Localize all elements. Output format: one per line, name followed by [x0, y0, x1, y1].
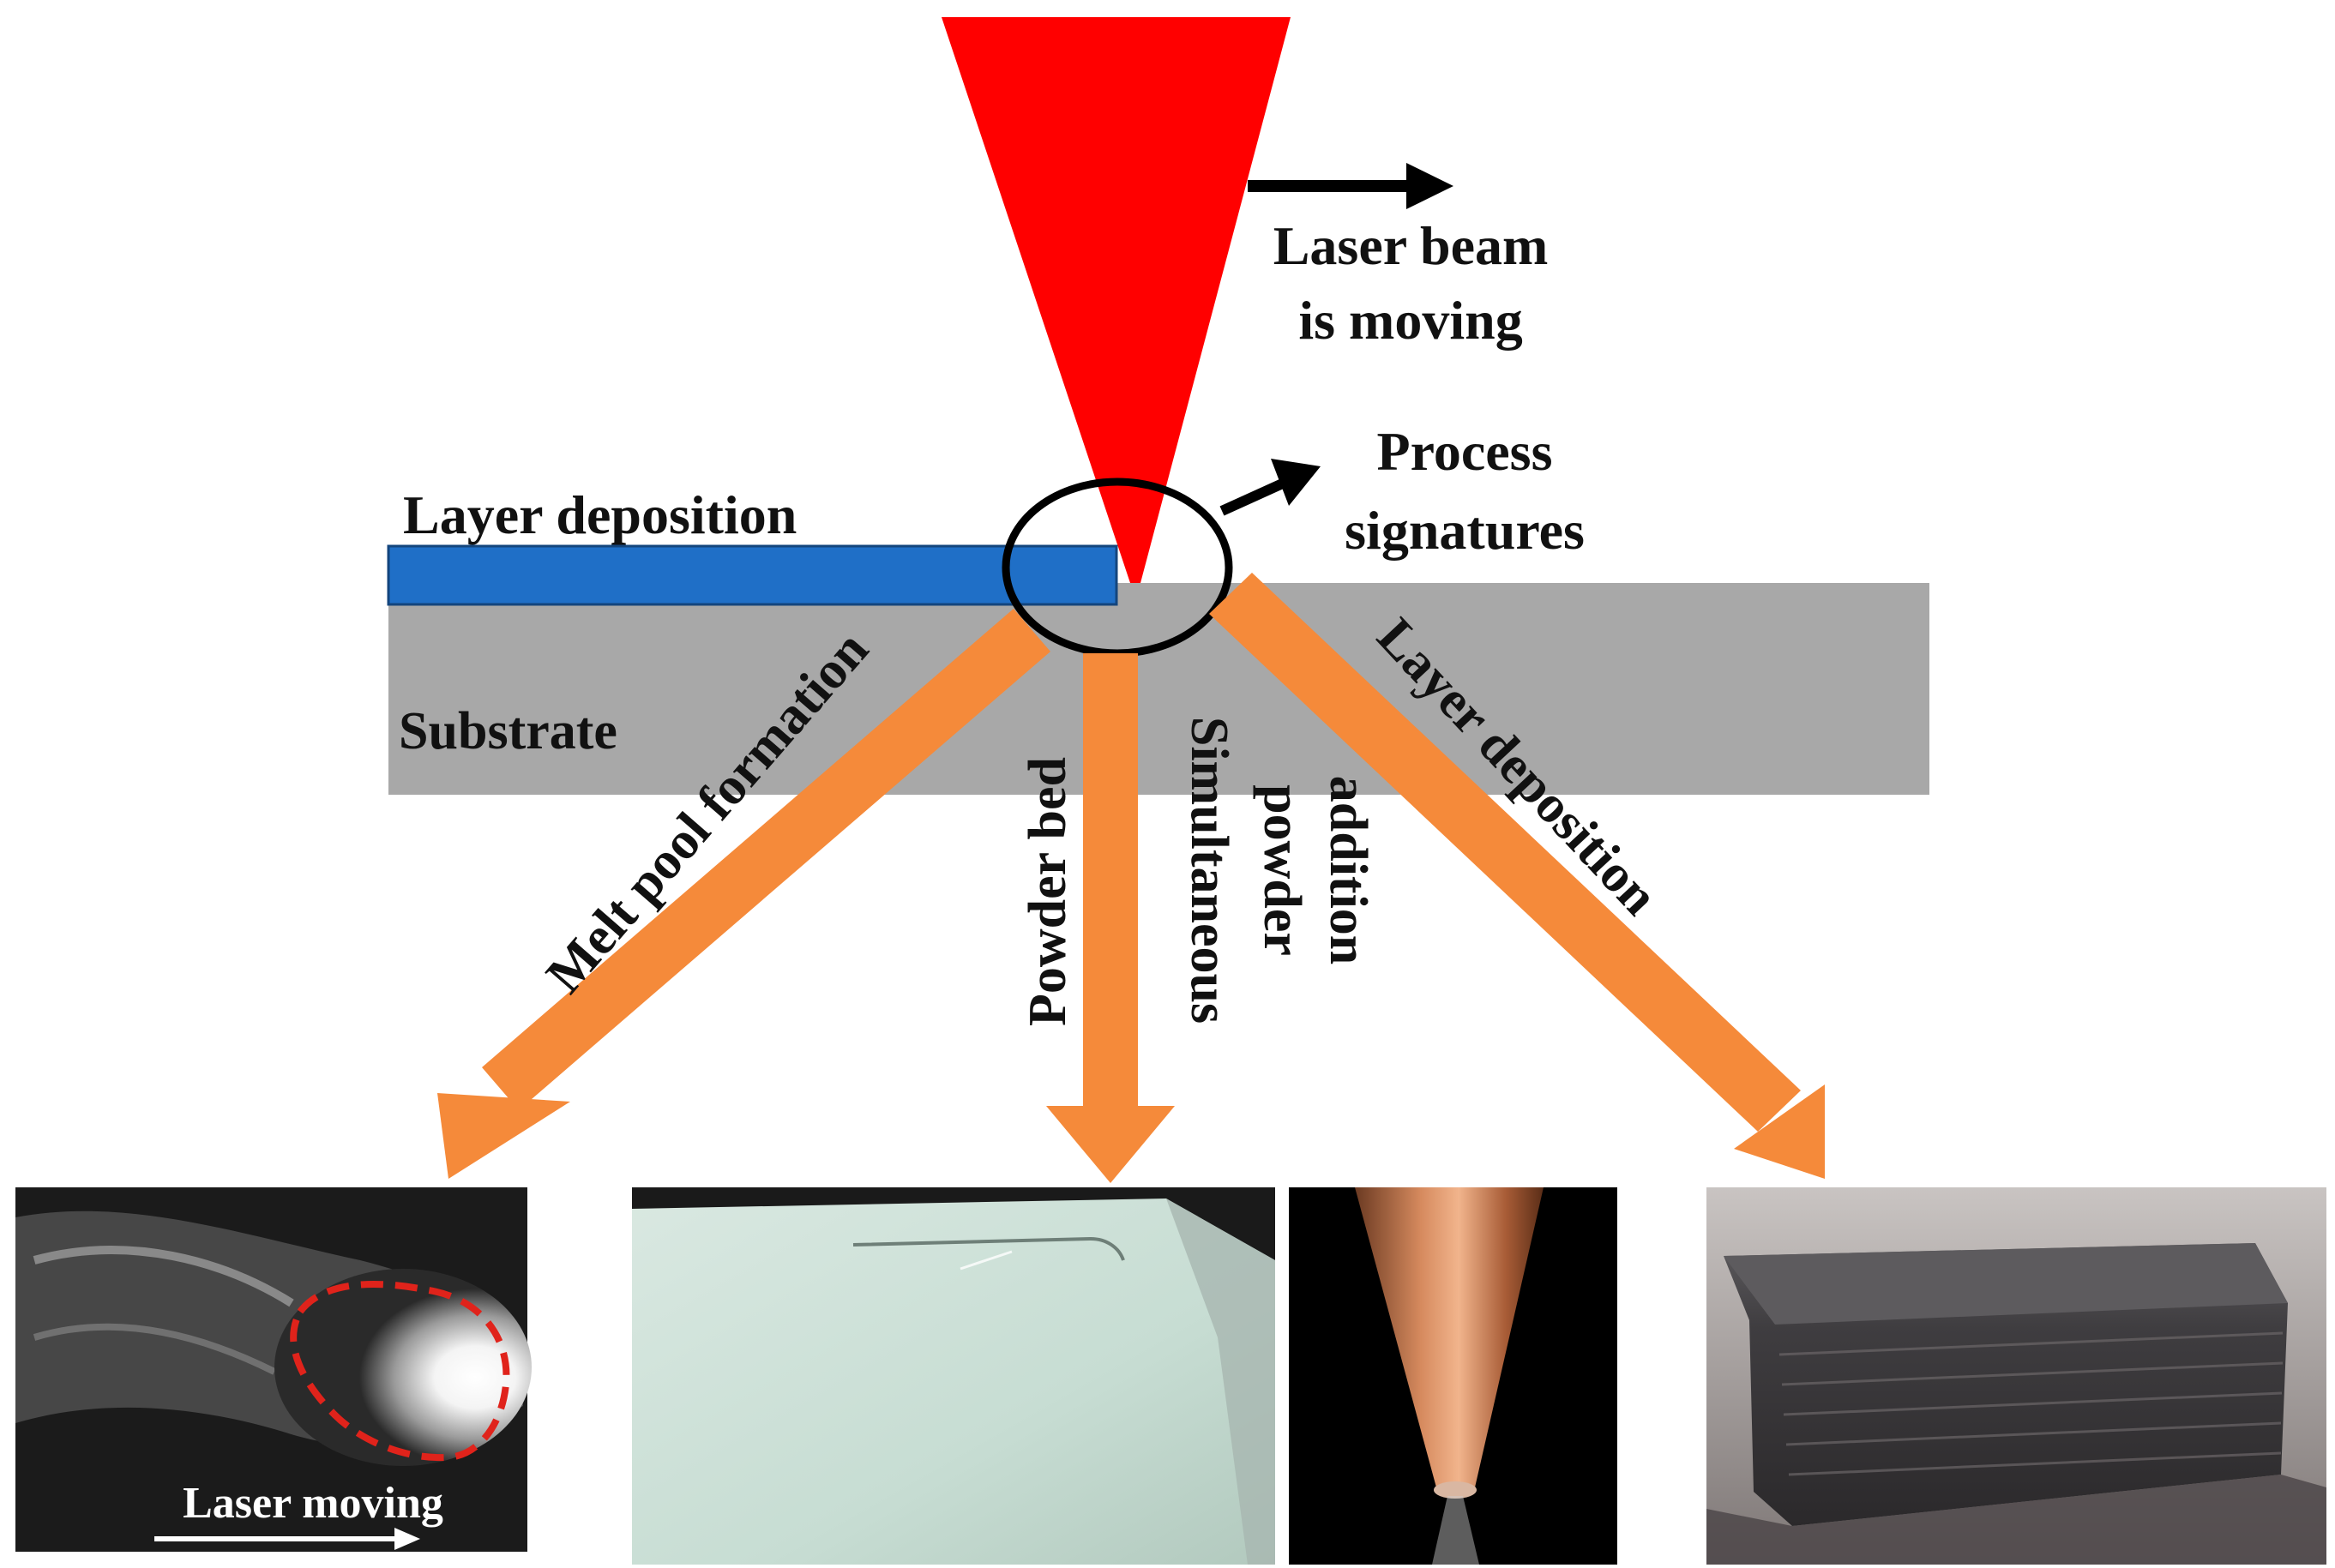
deposited-layer: [387, 544, 1118, 606]
laser-beam-label-line2: is moving: [1298, 290, 1522, 351]
melt-pool-photo: Laser moving: [15, 1187, 532, 1552]
arrow-powder-bed: [1046, 653, 1175, 1183]
laser-beam-label-line1: Laser beam: [1273, 215, 1549, 276]
substrate-label: Substrate: [399, 702, 617, 760]
powder-bed-label: Powder bed: [1019, 757, 1077, 1026]
layer-deposition-label: Layer deposition: [403, 484, 797, 545]
simultaneous-label-line2: powder: [1253, 784, 1311, 956]
arrow-layer-deposition: [1209, 573, 1825, 1179]
process-signatures-arrow: [1219, 459, 1321, 516]
substrate-block: [388, 583, 1929, 795]
arrow-melt-pool: [437, 609, 1050, 1179]
powder-bed-photo: [632, 1187, 1275, 1565]
laser-direction-arrow: [1248, 163, 1453, 209]
laser-moving-label: Laser moving: [183, 1479, 443, 1528]
laser-beam: [942, 17, 1291, 583]
nozzle-photo: [1289, 1187, 1617, 1565]
process-signatures-label-line2: signatures: [1345, 500, 1585, 561]
process-signatures-label-line1: Process: [1377, 421, 1553, 482]
simultaneous-label-line1: Simultaneous: [1180, 717, 1238, 1024]
deposited-part-photo: [1706, 1187, 2326, 1565]
simultaneous-label-line3: addition: [1319, 776, 1377, 965]
